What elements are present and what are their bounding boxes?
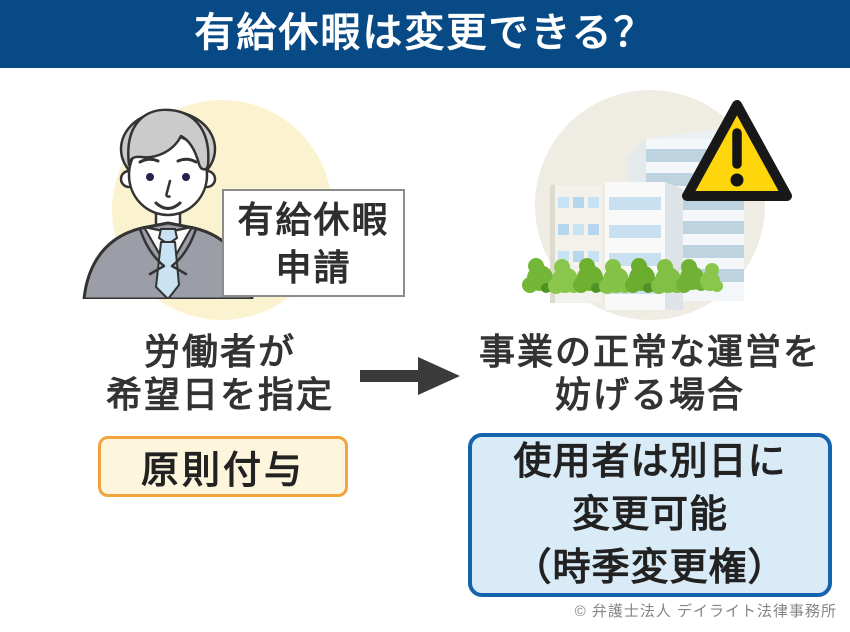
change-right-line2: 変更可能	[571, 493, 728, 536]
worker-figure	[82, 108, 254, 299]
right-arrow-icon	[360, 357, 460, 395]
lapel-right	[170, 227, 198, 276]
eye-right	[182, 173, 190, 181]
left-caption: 労働者が 希望日を指定	[30, 330, 410, 416]
eyebrow-right	[176, 157, 198, 164]
leave-request-label: 有給休暇 申請	[222, 189, 405, 297]
worker-icon	[82, 100, 332, 320]
right-caption-line1: 事業の正常な運営を	[478, 331, 821, 372]
left-caption-line1: 労働者が	[143, 331, 296, 372]
eye-left	[146, 173, 154, 181]
right-caption-line2: 妨げる場合	[554, 374, 745, 415]
office-buildings-icon	[522, 90, 792, 320]
right-caption: 事業の正常な運営を 妨げる場合	[450, 330, 850, 416]
change-right-line3: （時季変更権）	[513, 546, 787, 589]
tie	[155, 241, 180, 299]
leave-request-label-line2: 申請	[275, 247, 352, 288]
leave-request-label-line1: 有給休暇	[237, 199, 390, 240]
change-right-box: 使用者は別日に 変更可能 （時季変更権）	[468, 433, 832, 597]
eyebrow-left	[138, 157, 160, 164]
lapel-left	[138, 227, 166, 276]
hair-front	[127, 108, 210, 171]
warning-icon	[682, 100, 792, 201]
principle-grant-box: 原則付与	[98, 436, 348, 497]
copyright-notice: © 弁護士法人 デイライト法律事務所	[574, 603, 837, 620]
mouth	[154, 201, 182, 210]
page-title: 有給休暇は変更できる？	[194, 11, 656, 55]
change-right-line1: 使用者は別日に	[513, 440, 787, 483]
nose	[165, 179, 172, 198]
title-banner: 有給休暇は変更できる？	[0, 0, 850, 68]
left-caption-line2: 希望日を指定	[105, 374, 334, 415]
bushes	[522, 258, 723, 294]
principle-grant-text: 原則付与	[140, 450, 305, 492]
